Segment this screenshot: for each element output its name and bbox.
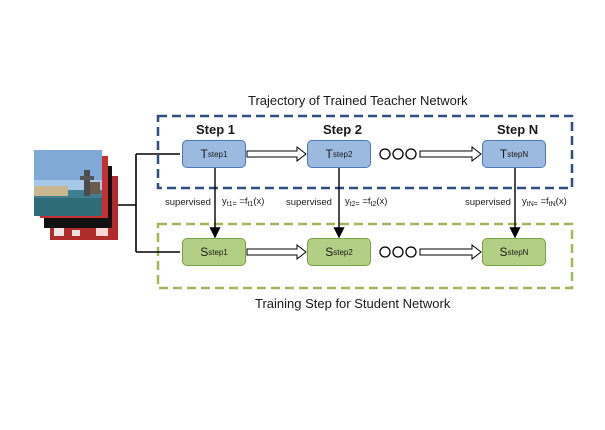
equation-3-arg: (x): [555, 196, 567, 207]
equation-3-y: y: [522, 196, 527, 207]
student-arrow-2: [419, 243, 482, 261]
equation-1-fsub: t1: [247, 201, 254, 208]
teacher-node-stepn-sub: stepN: [507, 149, 529, 159]
step-n-label: Step N: [497, 122, 539, 137]
equation-label-1: yt1= =ft1(x): [222, 196, 264, 208]
student-node-step2-sub: step2: [333, 247, 353, 257]
teacher-node-step1-main: T: [200, 147, 208, 161]
equation-1-y: y: [222, 196, 227, 207]
teacher-title: Trajectory of Trained Teacher Network: [248, 93, 468, 108]
student-node-step1-main: S: [200, 245, 209, 259]
teacher-node-step2-main: T: [325, 147, 333, 161]
student-node-step1-sub: step1: [208, 247, 228, 257]
equation-2-ysub: t2=: [349, 201, 360, 208]
student-node-stepn-sub: stepN: [507, 247, 529, 257]
equation-1-arg: (x): [253, 196, 265, 207]
equation-3-fsub: tN: [548, 201, 556, 208]
teacher-group-box: [156, 114, 574, 190]
teacher-arrow-1: [246, 145, 307, 163]
teacher-node-stepn-main: T: [499, 147, 508, 161]
step-1-label: Step 1: [196, 122, 236, 137]
teacher-ellipsis-icon: [379, 148, 417, 160]
supervised-label-3: supervised: [465, 197, 511, 208]
teacher-arrow-2: [419, 145, 482, 163]
input-image-stack: [34, 150, 118, 240]
input-bracket: [118, 153, 180, 253]
student-arrow-1: [246, 243, 307, 261]
equation-label-3: ytN= =ftN(x): [522, 196, 567, 208]
step-2-label: Step 2: [323, 122, 363, 137]
teacher-node-step2-sub: step2: [332, 149, 353, 159]
student-title: Training Step for Student Network: [255, 296, 451, 311]
student-ellipsis-icon: [379, 246, 417, 258]
equation-3-ysub: tN=: [526, 201, 538, 208]
equation-2-y: y: [345, 196, 350, 207]
student-group-box: [156, 222, 574, 290]
equation-2-f: =f: [359, 196, 371, 207]
student-node-stepn-main: S: [499, 245, 508, 259]
equation-3-f: =f: [537, 196, 549, 207]
equation-1-ysub: t1=: [226, 201, 237, 208]
supervised-label-2: supervised: [286, 197, 332, 208]
teacher-node-step1-sub: step1: [207, 149, 228, 159]
supervised-label-1: supervised: [165, 197, 211, 208]
equation-2-arg: (x): [376, 196, 388, 207]
equation-1-f: =f: [236, 196, 248, 207]
equation-label-2: yt2= =ft2(x): [345, 196, 387, 208]
equation-2-fsub: t2: [370, 201, 377, 208]
student-node-step2-main: S: [325, 245, 334, 259]
